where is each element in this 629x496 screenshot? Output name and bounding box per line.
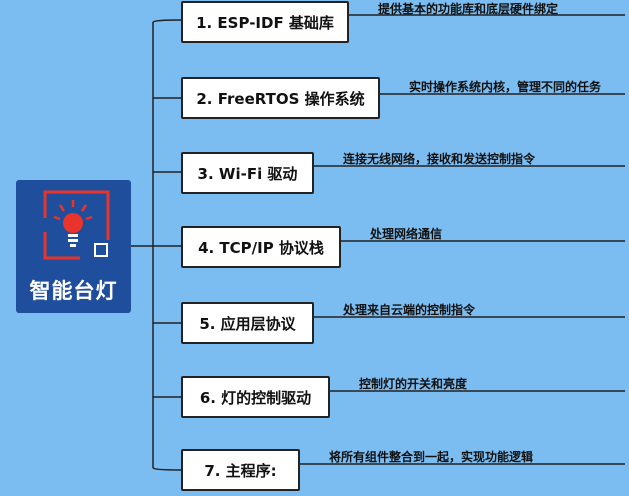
central-topic-title: 智能台灯	[29, 279, 118, 303]
topic-label: 6. 灯的控制驱动	[199, 388, 312, 407]
central-topic[interactable]: 智能台灯	[16, 180, 131, 313]
topic-label: 5. 应用层协议	[199, 314, 296, 333]
smart-lamp-icon	[43, 190, 110, 260]
topic-note-esp-idf: 提供基本的功能库和底层硬件绑定	[378, 2, 559, 16]
topic-note-wifi: 连接无线网络，接收和发送控制指令	[343, 152, 536, 166]
topic-lamp-driver[interactable]: 6. 灯的控制驱动	[181, 376, 330, 418]
topic-label: 2. FreeRTOS 操作系统	[196, 89, 365, 108]
topic-note-main-program: 将所有组件整合到一起，实现功能逻辑	[329, 450, 534, 464]
topic-tcpip[interactable]: 4. TCP/IP 协议栈	[181, 226, 341, 268]
topic-note-freertos: 实时操作系统内核，管理不同的任务	[409, 80, 602, 94]
topic-label: 3. Wi-Fi 驱动	[197, 164, 298, 183]
topic-app-protocol[interactable]: 5. 应用层协议	[181, 302, 314, 344]
topic-note-lamp-driver: 控制灯的开关和亮度	[359, 377, 468, 391]
topic-main-program[interactable]: 7. 主程序:	[181, 449, 300, 491]
topic-label: 4. TCP/IP 协议栈	[198, 238, 324, 257]
topic-label: 1. ESP-IDF 基础库	[196, 13, 334, 32]
topic-note-tcpip: 处理网络通信	[370, 227, 443, 241]
topic-wifi[interactable]: 3. Wi-Fi 驱动	[181, 152, 314, 194]
topic-freertos[interactable]: 2. FreeRTOS 操作系统	[181, 77, 380, 119]
topic-note-app-protocol: 处理来自云端的控制指令	[343, 303, 476, 317]
topic-label: 7. 主程序:	[204, 461, 277, 480]
topic-esp-idf[interactable]: 1. ESP-IDF 基础库	[181, 1, 349, 43]
